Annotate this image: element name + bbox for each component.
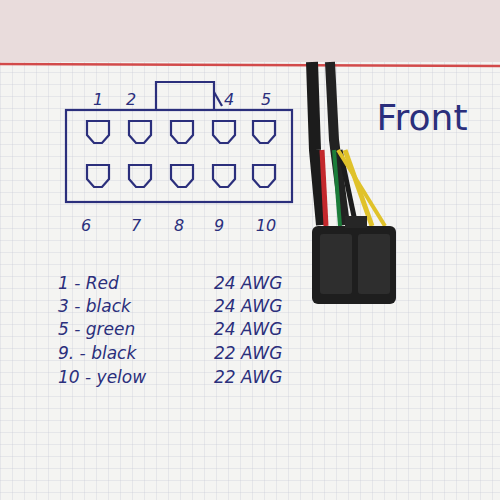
pin-cell [213, 121, 235, 143]
view-label: Front [376, 100, 467, 136]
pin-cell [253, 121, 275, 143]
wire-gauge: 22 AWG [214, 345, 282, 362]
pin-cell [171, 121, 193, 143]
pin-cell [253, 165, 275, 187]
pin-number: 10 [256, 218, 276, 234]
pin-number: 7 [131, 218, 141, 234]
pin-number: 5 [261, 92, 271, 108]
cable-photo [312, 62, 396, 304]
wire-color: 3 - black [58, 298, 131, 315]
connector-sketch [66, 82, 292, 202]
pin-cell [171, 165, 193, 187]
pin-cell [87, 121, 109, 143]
paper-top [0, 0, 500, 62]
housing-outline [66, 110, 292, 202]
pin-cell [213, 165, 235, 187]
wire-gauge: 22 AWG [214, 369, 282, 386]
latch-outline [156, 82, 214, 110]
wire-gauge: 24 AWG [214, 298, 282, 315]
pin-number: 8 [174, 218, 184, 234]
pin-number: 2 [126, 92, 136, 108]
wire-color: 10 - yelow [58, 369, 146, 386]
pin-number: 9 [214, 218, 224, 234]
pin-number: 6 [81, 218, 91, 234]
pin-cell [129, 121, 151, 143]
pin-number: 1 [93, 92, 103, 108]
pin-cell [87, 165, 109, 187]
pin-number: 4 [224, 92, 234, 108]
pin-cells [87, 121, 275, 187]
margin-line [0, 64, 500, 66]
wire-gauge: 24 AWG [214, 321, 282, 338]
latch-mark [214, 92, 222, 106]
wire-gauge: 24 AWG [214, 275, 282, 292]
wire-color: 9. - black [58, 345, 136, 362]
wire-color: 5 - green [58, 321, 135, 338]
grid-paper [0, 62, 500, 500]
wire-color: 1 - Red [58, 275, 119, 292]
pin-cell [129, 165, 151, 187]
